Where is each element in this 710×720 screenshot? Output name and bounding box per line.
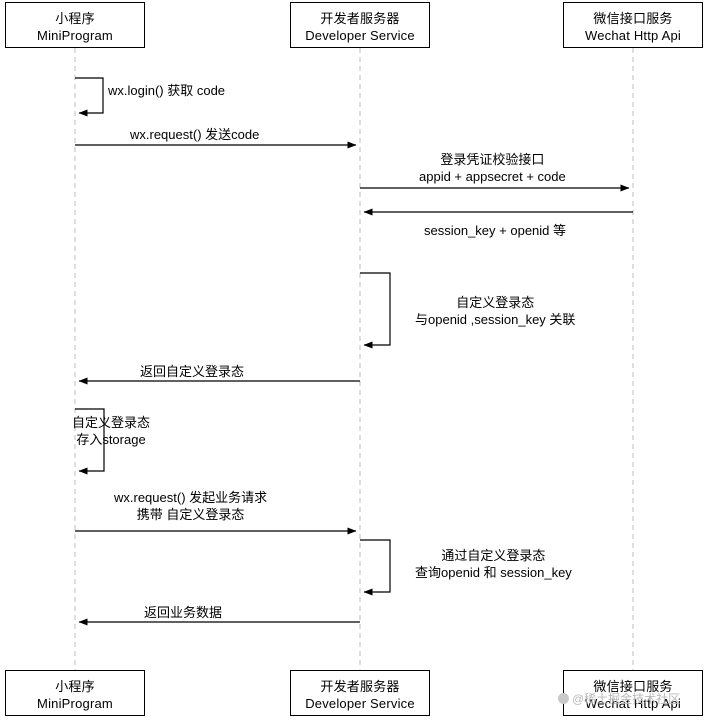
actor-label-en: MiniProgram <box>37 696 113 711</box>
message-line-1: 自定义登录态 <box>456 295 535 310</box>
message-label-m3: 登录凭证校验接口 appid + appsecret + code <box>419 151 566 185</box>
message-label-m8: wx.request() 发起业务请求 携带 自定义登录态 <box>114 489 267 523</box>
actor-label-cn: 开发者服务器 <box>320 11 400 26</box>
message-arrow-m7 <box>75 408 105 475</box>
watermark-text: @稀土掘金技术社区 <box>572 692 681 706</box>
message-label-m7: 自定义登录态 存入storage <box>72 414 150 448</box>
actor-box-miniprogram-bottom: 小程序 MiniProgram <box>5 670 145 716</box>
message-label-m4: session_key + openid 等 <box>424 222 566 239</box>
message-label-m6: 返回自定义登录态 <box>140 363 244 380</box>
actor-box-developer-service-top: 开发者服务器 Developer Service <box>290 2 430 48</box>
actor-label-en: Wechat Http Api <box>585 696 681 711</box>
message-arrow-m9 <box>360 539 391 596</box>
message-line-1: wx.request() 发起业务请求 <box>114 490 268 505</box>
actor-label-en: MiniProgram <box>37 28 113 43</box>
message-line-2: 存入storage <box>76 432 146 447</box>
message-line-1: 返回业务数据 <box>144 605 223 620</box>
message-line-1: wx.login() 获取 code <box>108 83 226 98</box>
message-line-2: 查询openid 和 session_key <box>415 565 572 580</box>
message-label-m10: 返回业务数据 <box>144 604 222 621</box>
actor-label-cn: 微信接口服务 <box>593 679 673 694</box>
message-line-1: 返回自定义登录态 <box>140 364 245 379</box>
message-line-2: 携带 自定义登录态 <box>136 507 245 522</box>
actor-label-en: Wechat Http Api <box>585 28 681 43</box>
actor-label-cn: 微信接口服务 <box>593 11 673 26</box>
actor-label-en: Developer Service <box>305 696 415 711</box>
message-line-1: session_key + openid 等 <box>424 223 567 238</box>
actor-label-cn: 小程序 <box>55 11 95 26</box>
message-arrow-m5 <box>360 272 391 349</box>
actor-label-en: Developer Service <box>305 28 415 43</box>
watermark-logo-icon <box>558 693 569 704</box>
message-line-2: 与openid ,session_key 关联 <box>415 312 576 327</box>
message-label-m1: wx.login() 获取 code <box>108 82 225 99</box>
message-line-1: 登录凭证校验接口 <box>440 152 545 167</box>
message-label-m2: wx.request() 发送code <box>130 126 259 143</box>
message-arrow-m1 <box>75 77 104 117</box>
message-line-1: 自定义登录态 <box>72 415 151 430</box>
actor-box-developer-service-bottom: 开发者服务器 Developer Service <box>290 670 430 716</box>
message-line-2: appid + appsecret + code <box>419 169 566 184</box>
actor-box-wechat-http-api-top: 微信接口服务 Wechat Http Api <box>563 2 703 48</box>
watermark: @稀土掘金技术社区 <box>558 690 680 707</box>
message-label-m5: 自定义登录态 与openid ,session_key 关联 <box>415 294 575 328</box>
message-line-1: 通过自定义登录态 <box>441 548 546 563</box>
message-label-m9: 通过自定义登录态 查询openid 和 session_key <box>415 547 572 581</box>
actor-label-cn: 开发者服务器 <box>320 679 400 694</box>
message-line-1: wx.request() 发送code <box>130 127 260 142</box>
actor-label-cn: 小程序 <box>55 679 95 694</box>
actor-box-wechat-http-api-bottom: 微信接口服务 Wechat Http Api <box>563 670 703 716</box>
actor-box-miniprogram-top: 小程序 MiniProgram <box>5 2 145 48</box>
